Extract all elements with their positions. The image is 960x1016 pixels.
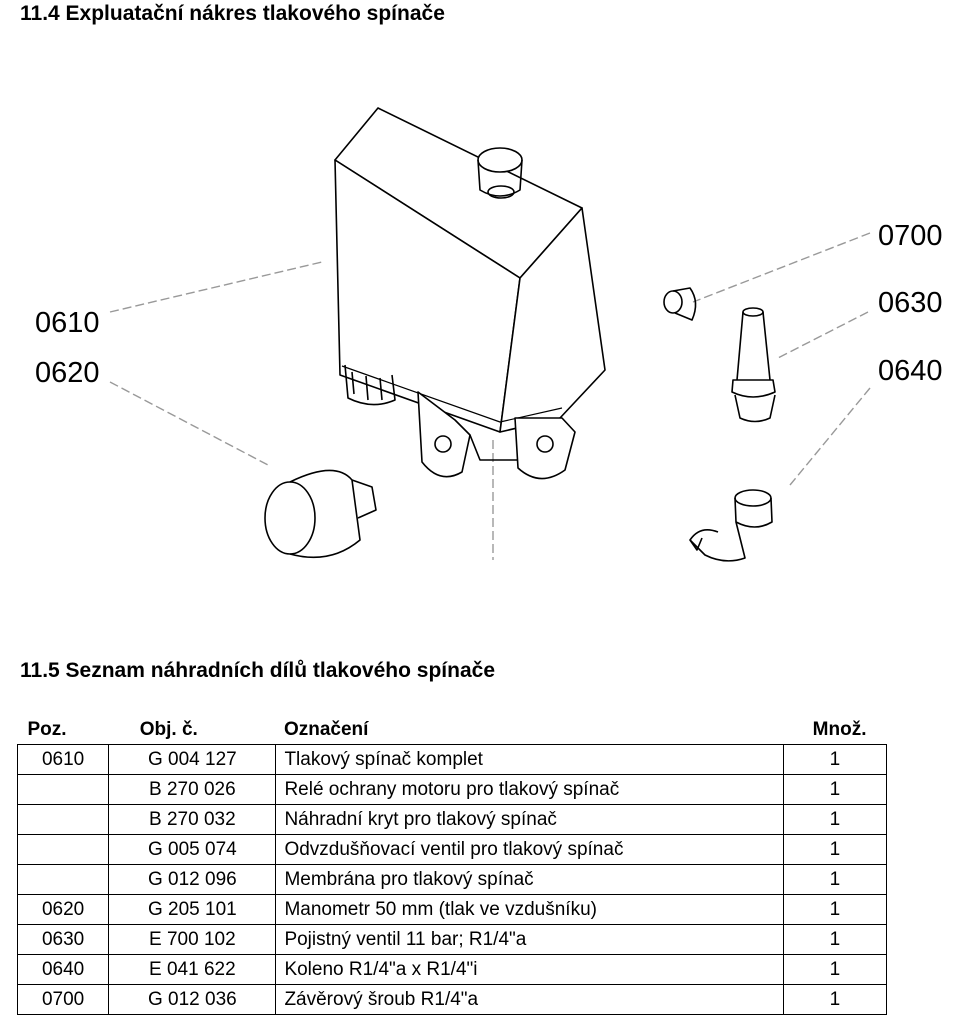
cell-obj: G 012 036	[108, 984, 277, 1015]
cell-qty: 1	[782, 894, 888, 925]
cell-poz: 0610	[16, 744, 110, 775]
callout-0700: 0700	[878, 220, 943, 252]
cell-obj: E 041 622	[108, 954, 277, 985]
manometer	[264, 469, 377, 559]
cell-qty: 1	[782, 954, 888, 985]
cell-poz	[16, 804, 110, 835]
cell-name: Membrána pro tlakový spínač	[275, 864, 784, 895]
exploded-drawing: 0700 0630 0640 0610 0620	[35, 107, 943, 562]
cell-qty: 1	[782, 804, 888, 835]
header-qty: Množ.	[783, 715, 887, 745]
cell-obj: E 700 102	[108, 924, 277, 955]
cell-poz	[16, 774, 110, 805]
cell-poz: 0700	[16, 984, 110, 1015]
section-title-drawing: 11.4 Expluatační nákres tlakového spínač…	[20, 2, 445, 25]
callout-0620: 0620	[35, 357, 100, 389]
cell-qty: 1	[782, 924, 888, 955]
cell-poz: 0630	[16, 924, 110, 955]
pressure-switch	[334, 107, 606, 480]
cell-name: Manometr 50 mm (tlak ve vzdušníku)	[275, 894, 784, 925]
cell-obj: G 004 127	[108, 744, 277, 775]
cell-name: Koleno R1/4"a x R1/4"i	[275, 954, 784, 985]
header-poz: Poz.	[17, 715, 109, 745]
cell-qty: 1	[782, 744, 888, 775]
cell-name: Relé ochrany motoru pro tlakový spínač	[275, 774, 784, 805]
cell-name: Náhradní kryt pro tlakový spínač	[275, 804, 784, 835]
cell-qty: 1	[782, 834, 888, 865]
callout-0610: 0610	[35, 307, 100, 339]
callout-0630: 0630	[878, 287, 943, 319]
elbow-fitting	[689, 489, 773, 562]
cell-obj: B 270 026	[108, 774, 277, 805]
cell-poz: 0640	[16, 954, 110, 985]
cell-name: Pojistný ventil 11 bar; R1/4"a	[275, 924, 784, 955]
cell-obj: G 012 096	[108, 864, 277, 895]
cell-obj: G 205 101	[108, 894, 277, 925]
cell-qty: 1	[782, 774, 888, 805]
cell-obj: G 005 074	[108, 834, 277, 865]
header-obj: Obj. č.	[108, 715, 276, 745]
plug-screw	[663, 287, 697, 321]
cell-poz: 0620	[16, 894, 110, 925]
cell-poz	[16, 834, 110, 865]
cell-obj: B 270 032	[108, 804, 277, 835]
callout-0640: 0640	[878, 355, 943, 387]
cell-name: Odvzdušňovací ventil pro tlakový spínač	[275, 834, 784, 865]
safety-valve	[731, 307, 776, 423]
cell-name: Tlakový spínač komplet	[275, 744, 784, 775]
section-title-parts: 11.5 Seznam náhradních dílů tlakového sp…	[20, 659, 495, 682]
table-header-row: Poz. Obj. č. Označení Množ.	[17, 715, 887, 745]
cell-poz	[16, 864, 110, 895]
header-name: Označení	[275, 715, 784, 745]
leader-lines	[109, 232, 871, 560]
cell-qty: 1	[782, 984, 888, 1015]
cell-qty: 1	[782, 864, 888, 895]
cell-name: Závěrový šroub R1/4"a	[275, 984, 784, 1015]
